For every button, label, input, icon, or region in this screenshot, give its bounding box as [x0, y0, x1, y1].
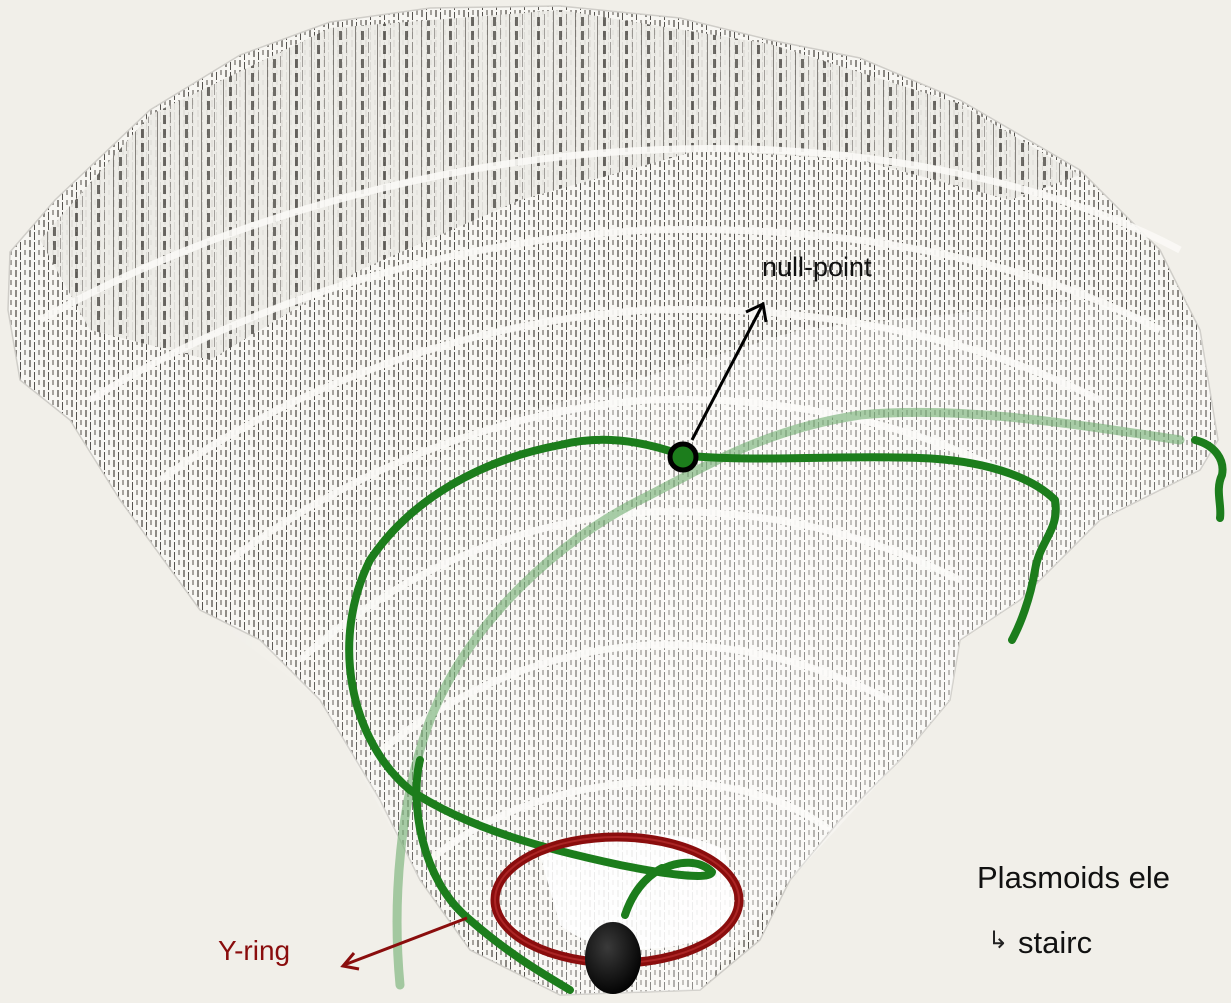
field-line-back: [392, 407, 1185, 990]
y-ring-arrow: [340, 916, 468, 971]
null-point-arrow: [690, 301, 768, 441]
upper-rim-texture: [40, 10, 1080, 360]
field-line-left-outer: [412, 756, 574, 994]
field-line-left-spiral: [345, 435, 716, 880]
y-ring-label: Y-ring: [218, 935, 291, 966]
field-lines: [345, 435, 1227, 994]
null-point-label: null-point: [762, 252, 872, 282]
plasmoids-text: Plasmoids ele: [977, 860, 1170, 895]
central-sphere: [585, 922, 641, 994]
field-line-inner-end: [621, 864, 666, 919]
hook-arrow-right-icon: ↳: [988, 927, 1009, 954]
null-point-marker: [667, 441, 699, 473]
staircase-text: stairc: [1018, 925, 1093, 960]
field-line-far-right: [1191, 436, 1227, 522]
field-line-right: [686, 452, 1060, 644]
